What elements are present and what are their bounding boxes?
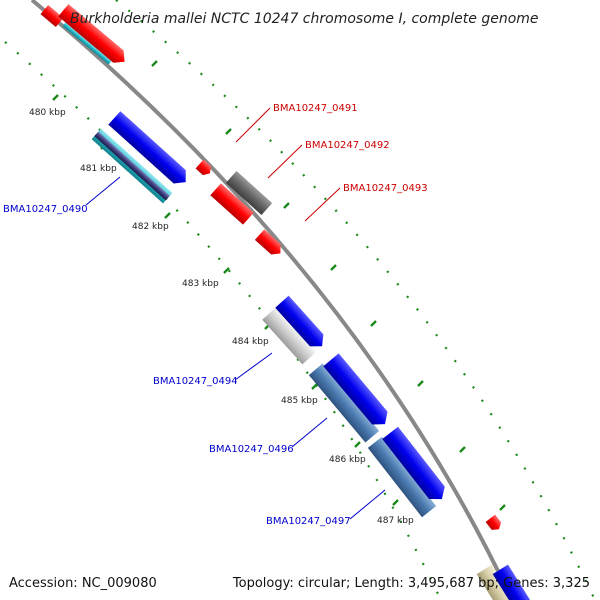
gene-label-0490[interactable]: BMA10247_0490: [3, 204, 88, 215]
gene-feature: [225, 170, 273, 216]
tick-mark: [392, 499, 399, 506]
tick-label: 487 kbp: [377, 516, 414, 526]
gene-feature: [367, 436, 437, 518]
gene-label-0497[interactable]: BMA10247_0497: [266, 516, 351, 527]
tick-mark: [225, 128, 232, 135]
tick-mark: [330, 264, 337, 271]
tick-mark: [499, 504, 506, 511]
tick-mark: [354, 441, 361, 448]
callout-lines: [85, 107, 386, 520]
gene-label-0492[interactable]: BMA10247_0492: [305, 140, 390, 151]
gene-feature: [308, 363, 380, 443]
gene-feature: [485, 514, 502, 530]
tick-mark: [459, 446, 466, 453]
gene-label-0493[interactable]: BMA10247_0493: [343, 183, 428, 194]
outer-tick-marks: [151, 60, 506, 511]
genome-backbone: [30, 0, 514, 600]
gene-feature: [262, 307, 316, 365]
gene-label-0494[interactable]: BMA10247_0494: [153, 376, 238, 387]
gene-labels: BMA10247_0490 BMA10247_0491 BMA10247_049…: [3, 103, 428, 527]
tick-mark: [151, 60, 158, 67]
tick-mark: [283, 202, 290, 209]
callout-line-0493: [304, 187, 341, 222]
tick-label: 483 kbp: [182, 279, 219, 289]
callout-line-0496: [291, 417, 328, 448]
dotted-guide-arcs: [4, 0, 595, 599]
callout-line-0490: [85, 176, 121, 206]
tick-label: 480 kbp: [29, 108, 66, 118]
gene-feature: [254, 229, 281, 255]
tick-mark: [223, 267, 230, 274]
gene-features: [40, 4, 532, 600]
gene-feature: [108, 111, 186, 184]
tick-mark: [311, 383, 318, 390]
callout-line-0494: [234, 352, 273, 381]
callout-line-0492: [267, 144, 303, 179]
gene-feature: [91, 128, 173, 204]
callout-line-0491: [235, 107, 271, 143]
gene-feature: [195, 159, 211, 176]
gene-feature: [210, 183, 254, 225]
gene-label-0491[interactable]: BMA10247_0491: [273, 103, 358, 114]
inner-dotted-arc: [4, 41, 441, 599]
accession-text: Accession: NC_009080: [9, 576, 157, 591]
tick-mark: [52, 94, 59, 101]
tick-mark: [164, 212, 171, 219]
tick-label: 484 kbp: [232, 337, 269, 347]
gene-feature: [323, 353, 388, 425]
gene-feature: [275, 295, 324, 347]
tick-label: 481 kbp: [80, 164, 117, 174]
tick-mark: [417, 380, 424, 387]
callout-line-0497: [349, 489, 386, 520]
outer-dotted-arc: [115, 0, 595, 599]
gene-feature: [382, 426, 445, 500]
genome-summary-text: Topology: circular; Length: 3,495,687 bp…: [232, 576, 590, 591]
gene-label-0496[interactable]: BMA10247_0496: [209, 444, 294, 455]
tick-mark: [370, 320, 377, 327]
tick-label: 485 kbp: [281, 396, 318, 406]
map-title: Burkholderia mallei NCTC 10247 chromosom…: [70, 11, 539, 27]
gene-feature: [58, 4, 125, 63]
tick-labels: 480 kbp 481 kbp 482 kbp 483 kbp 484 kbp …: [29, 108, 414, 526]
tick-label: 482 kbp: [132, 222, 169, 232]
tick-label: 486 kbp: [329, 455, 366, 465]
gene-feature: [40, 4, 64, 28]
